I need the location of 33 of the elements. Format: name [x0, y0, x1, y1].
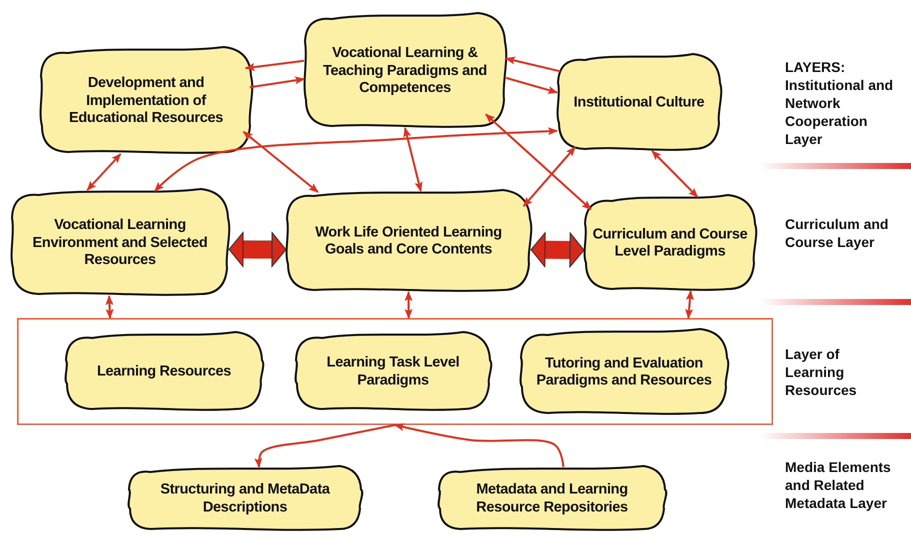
node-label: Structuring and MetaData Descriptions [159, 482, 331, 516]
connector-arrow [154, 127, 558, 192]
node-label: Curriculum and Course Level Paradigms [592, 226, 748, 261]
connector-arrow [505, 56, 561, 72]
node-label: Development and Implementation of Educational Resources [68, 74, 224, 128]
connector-arrow [244, 60, 304, 71]
node-label: Learning Task Level Paradigms [326, 354, 460, 390]
node-label: Institutional Culture [572, 94, 706, 112]
connector-arrow [394, 423, 564, 468]
layer-label: LAYERS: Institutional and Network Cooperation Layer [785, 58, 894, 148]
node-label: Work Life Oriented Learning Goals and Core Contents [314, 224, 503, 259]
double-arrow [228, 232, 286, 268]
node-label: Vocational Learning & Teaching Paradigms and Competences [322, 44, 488, 98]
layer-label: Layer of Learning Resources [785, 345, 858, 399]
node-label: Vocational Learning Environment and Selected Resources [32, 216, 208, 270]
node-label: Metadata and Learning Resource Repositories [475, 482, 629, 516]
connector-arrow [651, 150, 698, 198]
node-label: Learning Resources [96, 363, 232, 381]
connector-arrow [86, 153, 122, 191]
layer-label: Media Elements and Related Metadata Layer [785, 458, 892, 512]
connector-arrow [404, 291, 413, 319]
connector-arrow [242, 130, 319, 193]
connector-arrow [522, 146, 576, 207]
double-arrow [530, 232, 584, 268]
layer-label: Curriculum and Course Layer [785, 215, 890, 251]
connector-arrow [250, 76, 305, 88]
connector-arrow [254, 424, 396, 468]
connector-arrow [685, 290, 694, 319]
connector-arrow [485, 114, 592, 210]
connector-arrow [506, 76, 558, 94]
connector-arrow [403, 127, 422, 192]
connector-arrow [105, 295, 114, 319]
node-label: Tutoring and Evaluation Paradigms and Resources [535, 355, 713, 390]
